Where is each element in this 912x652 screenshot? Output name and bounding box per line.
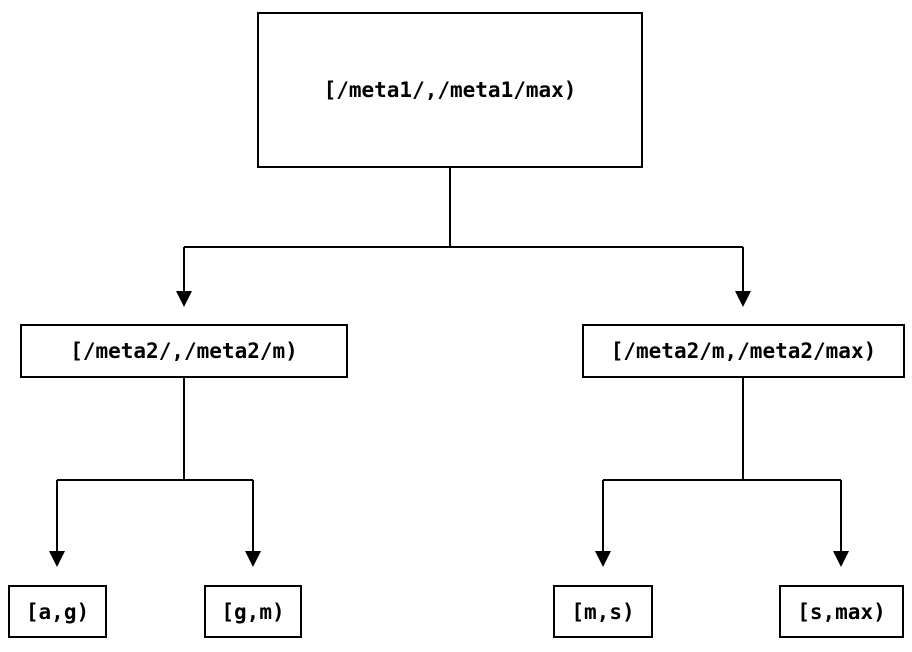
arrow-down-icon (833, 551, 849, 567)
node-root-range: [/meta1/,/meta1/max) (257, 12, 643, 168)
arrow-down-icon (49, 551, 65, 567)
arrow-down-icon (595, 551, 611, 567)
edge-right-children (595, 378, 849, 567)
node-leaf-ms: [m,s) (553, 585, 653, 638)
arrow-down-icon (176, 291, 192, 307)
node-left-range: [/meta2/,/meta2/m) (20, 324, 348, 378)
arrow-down-icon (735, 291, 751, 307)
node-leaf-gm: [g,m) (204, 585, 302, 638)
edge-left-children (49, 378, 261, 567)
node-leaf-smax: [s,max) (779, 585, 904, 638)
arrow-down-icon (245, 551, 261, 567)
node-leaf-ag: [a,g) (8, 585, 107, 638)
node-right-range: [/meta2/m,/meta2/max) (582, 324, 905, 378)
edge-root-children (176, 168, 751, 307)
